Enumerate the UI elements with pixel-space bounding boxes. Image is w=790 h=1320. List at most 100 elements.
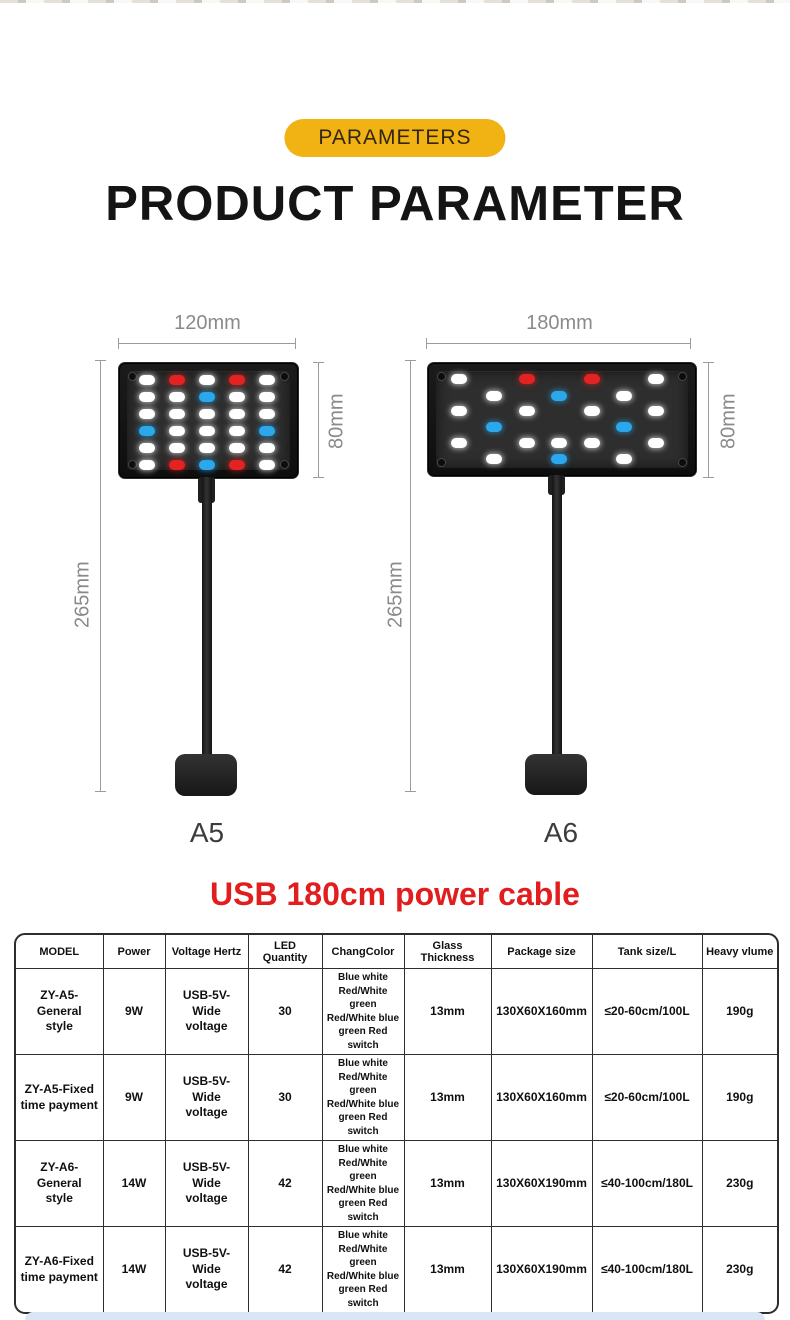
table-cell: 130X60X190mm xyxy=(491,1140,593,1227)
led-blue xyxy=(486,422,502,432)
led-white xyxy=(648,406,664,416)
screw-icon xyxy=(437,458,446,467)
led-white xyxy=(199,409,215,419)
led-white xyxy=(486,391,502,401)
led-white xyxy=(169,392,185,402)
led-white xyxy=(616,391,632,401)
table-cell: 42 xyxy=(248,1140,323,1227)
table-cell: 13mm xyxy=(404,968,492,1055)
table-cell: 9W xyxy=(103,968,166,1055)
led-red xyxy=(169,460,185,470)
led-blue xyxy=(199,460,215,470)
table-cell: 13mm xyxy=(404,1226,492,1312)
table-cell: 130X60X190mm xyxy=(491,1226,593,1312)
led-white xyxy=(451,438,467,448)
table-cell: 14W xyxy=(103,1226,166,1312)
dim-stem-line-a5 xyxy=(95,360,106,792)
led-white xyxy=(139,409,155,419)
led-red xyxy=(519,374,535,384)
dim-stem-label-a6: 265mm xyxy=(384,561,407,629)
screw-icon xyxy=(678,372,687,381)
screw-icon xyxy=(280,372,289,381)
column-header: Power xyxy=(103,935,166,969)
dim-width-line-a6 xyxy=(426,338,691,349)
led-blue xyxy=(551,391,567,401)
led-white xyxy=(259,375,275,385)
table-cell: 230g xyxy=(726,1261,754,1276)
column-header: MODEL xyxy=(16,935,104,969)
base-a5 xyxy=(175,754,237,796)
table-cell: 30 xyxy=(248,968,323,1055)
led-white xyxy=(648,438,664,448)
table-cell: 42 xyxy=(248,1226,323,1312)
dim-width-label-a6: 180mm xyxy=(526,312,593,334)
led-white xyxy=(259,443,275,453)
led-white xyxy=(519,406,535,416)
dim-height-label-a5: 80mm xyxy=(325,393,348,449)
led-red xyxy=(229,460,245,470)
led-white xyxy=(199,426,215,436)
led-red xyxy=(229,375,245,385)
led-white xyxy=(551,438,567,448)
table-cell: 190g xyxy=(702,968,777,1055)
screw-icon xyxy=(128,372,137,381)
column-header: Heavy vlume xyxy=(702,935,777,969)
dim-height-line-a6 xyxy=(703,362,714,478)
column-header: LED Quantity xyxy=(248,935,323,969)
led-white xyxy=(169,426,185,436)
column-header: Package size xyxy=(491,935,593,969)
led-white xyxy=(139,392,155,402)
led-white xyxy=(584,438,600,448)
table-cell: ≤40-100cm/180L xyxy=(592,1140,703,1227)
table-cell: 130X60X160mm xyxy=(491,968,593,1055)
table-cell: 14W xyxy=(103,1140,166,1227)
led-white xyxy=(451,374,467,384)
dim-height-line-a5 xyxy=(313,362,324,478)
cable-note: USB 180cm power cable xyxy=(210,876,580,912)
table-cell: 30 xyxy=(248,1054,323,1141)
bottom-edge-artifact xyxy=(25,1312,765,1320)
table-cell: 9W xyxy=(103,1054,166,1141)
lamp-name-a6: A6 xyxy=(543,817,579,848)
table-cell: 13mm xyxy=(404,1140,492,1227)
table-cell: 230g xyxy=(702,1140,777,1227)
column-header: ChangColor xyxy=(322,935,405,969)
screw-icon xyxy=(280,460,289,469)
table-cell: ≤20-60cm/100L xyxy=(592,968,703,1055)
dim-width-line-a5 xyxy=(118,338,296,349)
table-cell: ≤40-100cm/180L xyxy=(592,1226,703,1312)
dim-height-label-a6: 80mm xyxy=(717,393,740,449)
led-white xyxy=(229,443,245,453)
led-white xyxy=(169,443,185,453)
led-blue xyxy=(551,454,567,464)
stem-rod-a6 xyxy=(552,475,562,757)
led-white xyxy=(584,406,600,416)
led-panel-a6 xyxy=(436,371,688,468)
lamp-name-a5: A5 xyxy=(189,817,225,848)
led-white xyxy=(519,438,535,448)
led-red xyxy=(169,375,185,385)
table-cell: 190g xyxy=(702,1054,777,1141)
led-white xyxy=(139,375,155,385)
led-white xyxy=(486,454,502,464)
led-white xyxy=(451,406,467,416)
column-header: Tank size/L xyxy=(592,935,703,969)
parameters-badge: PARAMETERS xyxy=(284,119,506,157)
